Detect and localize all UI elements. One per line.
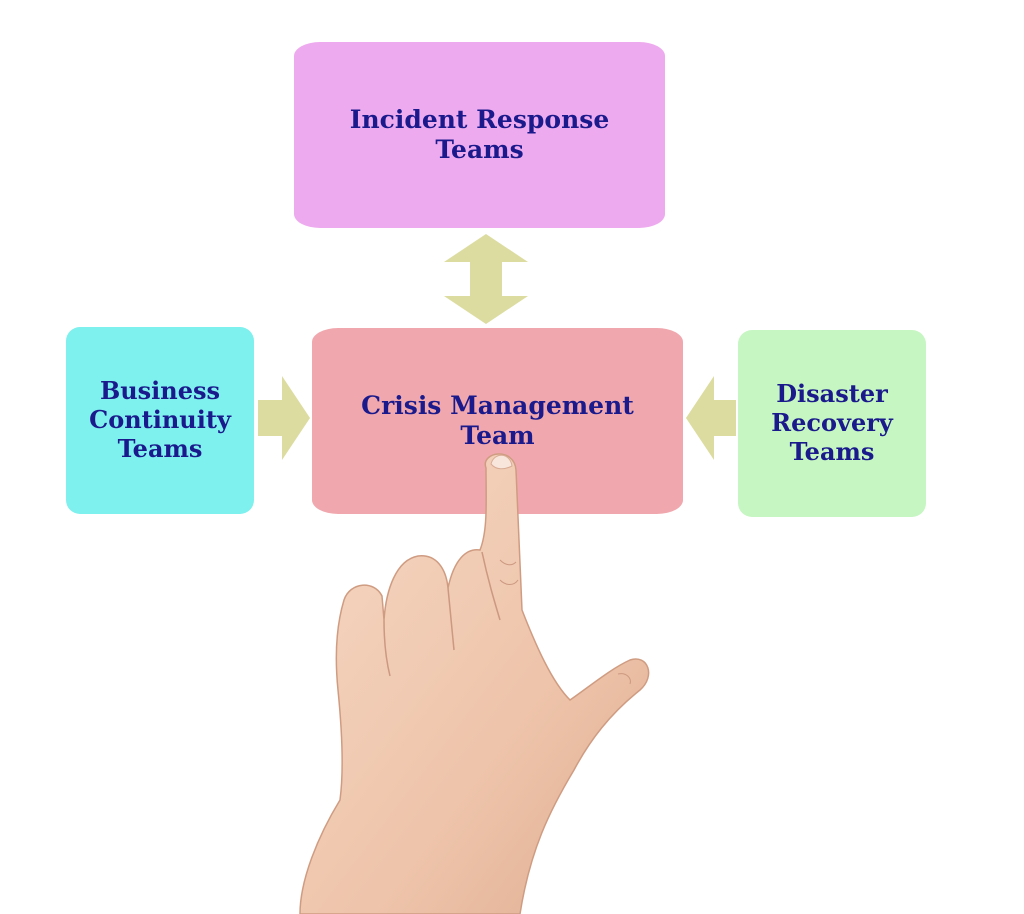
incident-response-teams-box: Incident Response Teams: [294, 42, 665, 228]
crisis-management-team-label: Crisis Management Team: [361, 391, 634, 450]
business-continuity-teams-label: Business Continuity Teams: [89, 376, 231, 463]
arrow-right-icon: [258, 376, 310, 460]
business-continuity-teams-box: Business Continuity Teams: [66, 327, 254, 514]
double-arrow-vertical-icon: [444, 234, 528, 324]
incident-response-teams-label: Incident Response Teams: [349, 105, 610, 164]
disaster-recovery-teams-box: Disaster Recovery Teams: [738, 330, 926, 517]
arrow-left-icon: [686, 376, 736, 460]
disaster-recovery-teams-label: Disaster Recovery Teams: [771, 379, 893, 466]
crisis-management-team-box: Crisis Management Team: [312, 328, 683, 514]
